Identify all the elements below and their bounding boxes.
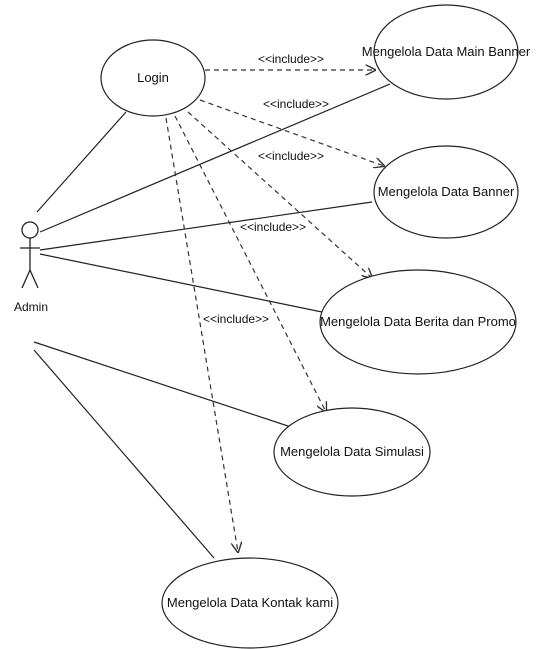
include-kontak	[165, 117, 238, 552]
actor-label: Admin	[14, 300, 48, 314]
include-berita-promo	[187, 111, 372, 278]
actor-head-icon	[21, 221, 39, 239]
use-case-login-label: Login	[137, 70, 169, 85]
use-case-simulasi: Mengelola Data Simulasi	[273, 407, 431, 497]
use-case-berita-promo: Mengelola Data Berita dan Promo	[319, 269, 517, 375]
association-login	[36, 111, 127, 213]
actor-right-leg	[29, 269, 39, 289]
include-simulasi	[174, 115, 326, 412]
use-case-kontak: Mengelola Data Kontak kami	[161, 557, 339, 649]
include-label-banner: <<include>>	[263, 97, 329, 111]
association-berita-promo	[39, 253, 323, 313]
association-simulasi	[33, 341, 301, 431]
include-label-kontak: <<include>>	[203, 312, 269, 326]
use-case-login: Login	[100, 39, 206, 117]
association-main-banner	[39, 83, 391, 233]
association-kontak	[33, 349, 215, 559]
use-case-banner: Mengelola Data Banner	[373, 145, 519, 239]
use-case-main-banner-label: Mengelola Data Main Banner	[362, 44, 531, 59]
use-case-banner-label: Mengelola Data Banner	[378, 184, 515, 199]
use-case-berita-promo-label: Mengelola Data Berita dan Promo	[320, 314, 516, 329]
actor-admin: Admin	[14, 221, 48, 314]
use-case-kontak-label: Mengelola Data Kontak kami	[167, 595, 333, 610]
include-label-main-banner: <<include>>	[258, 52, 324, 66]
association-banner	[39, 201, 373, 251]
include-banner	[199, 99, 384, 166]
use-case-simulasi-label: Mengelola Data Simulasi	[280, 444, 424, 459]
include-label-berita-promo: <<include>>	[258, 149, 324, 163]
include-label-simulasi: <<include>>	[240, 220, 306, 234]
actor-left-leg	[21, 269, 31, 289]
use-case-main-banner: Mengelola Data Main Banner	[362, 4, 531, 100]
